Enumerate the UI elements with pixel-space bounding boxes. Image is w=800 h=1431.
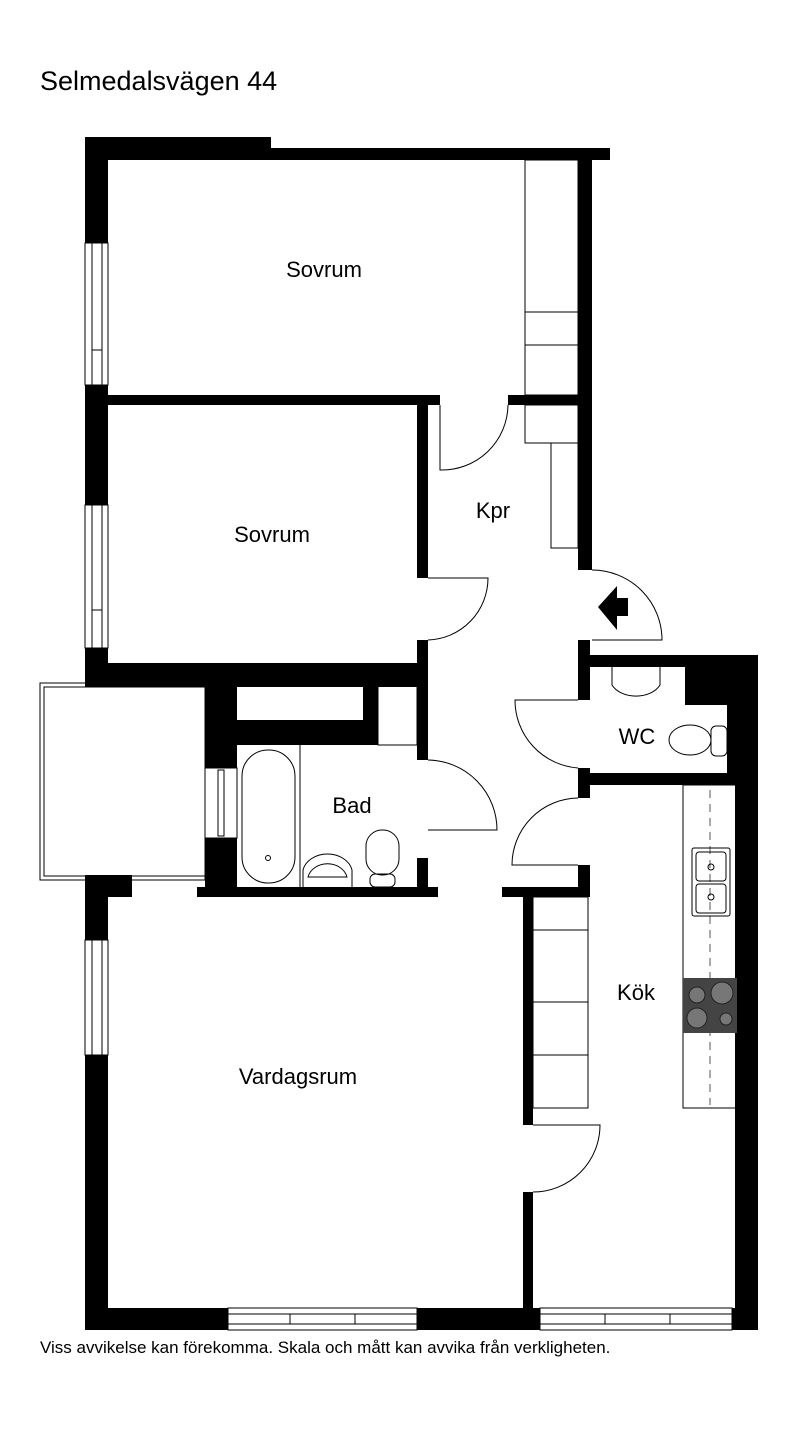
doors[interactable] — [427, 404, 663, 1193]
windows — [84, 242, 733, 1331]
room-label-wc: WC — [619, 724, 656, 749]
sink-icon — [691, 847, 731, 917]
balcony — [39, 682, 206, 881]
closets — [377, 159, 589, 1109]
room-label-kpr: Kpr — [476, 498, 510, 523]
room-label-sovrum-2: Sovrum — [234, 522, 310, 547]
walls — [85, 137, 758, 1330]
stove-icon — [683, 978, 737, 1033]
room-label-sovrum-1: Sovrum — [286, 257, 362, 282]
kitchen-counter — [682, 784, 738, 1109]
bath-fixtures — [241, 667, 728, 888]
room-label-bad: Bad — [332, 793, 371, 818]
entrance-arrow-icon — [598, 586, 628, 630]
plan-title: Selmedalsvägen 44 — [40, 66, 278, 96]
room-label-vardagsrum: Vardagsrum — [239, 1064, 357, 1089]
disclaimer: Viss avvikelse kan förekomma. Skala och … — [40, 1338, 611, 1357]
room-label-kok: Kök — [617, 980, 656, 1005]
